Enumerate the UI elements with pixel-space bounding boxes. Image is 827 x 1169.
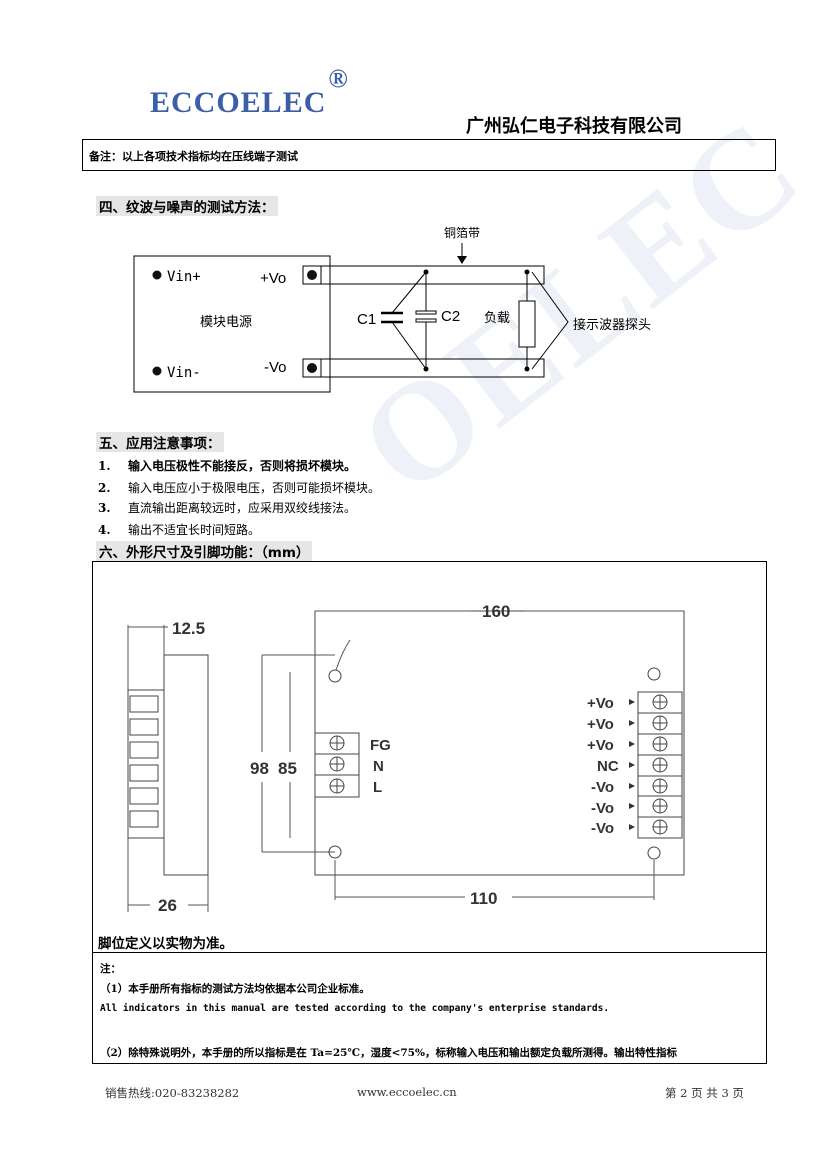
section6-title: 六、外形尺寸及引脚功能：（mm） bbox=[96, 541, 313, 561]
header-rule bbox=[82, 139, 776, 140]
footer-hotline: 销售热线:020-83238282 bbox=[105, 1086, 240, 1100]
vo-minus-label: -Vo bbox=[264, 359, 287, 376]
pin-l: L bbox=[373, 779, 382, 796]
module-label: 模块电源 bbox=[200, 315, 252, 330]
pin-vo-minus-3: -Vo bbox=[591, 820, 614, 837]
load-label: 负载 bbox=[484, 311, 510, 326]
pin-vo-plus-3: +Vo bbox=[587, 737, 614, 754]
vin-minus-label: Vin- bbox=[167, 365, 201, 381]
footer-website[interactable]: www.eccoelec.cn bbox=[357, 1085, 457, 1099]
vin-minus-dot bbox=[152, 366, 162, 376]
pin-nc: NC bbox=[597, 758, 619, 775]
note-item-1: 1.输入电压极性不能接反，否则将损坏模块。 bbox=[98, 459, 357, 473]
note-item-3: 3.直流输出距离较远时，应采用双绞线接法。 bbox=[98, 501, 357, 515]
pin-footnote: 脚位定义以实物为准。 bbox=[98, 936, 233, 952]
note-item-4: 4.输出不适宜长时间短路。 bbox=[98, 523, 261, 537]
c2-plate-bottom bbox=[415, 318, 437, 323]
dim-85: 85 bbox=[278, 759, 297, 778]
vin-plus-label: Vin+ bbox=[167, 269, 201, 285]
foil-top bbox=[321, 265, 545, 285]
note-1: （1）本手册所有指标的测试方法均依据本公司企业标准。 bbox=[100, 983, 370, 995]
vo-plus-label: +Vo bbox=[260, 270, 286, 287]
note-1-en: All indicators in this manual are tested… bbox=[100, 1003, 610, 1014]
pin-fg: FG bbox=[370, 737, 391, 754]
brand-logo: ECCOELEC® bbox=[150, 64, 349, 119]
foil-label: 铜箔带 bbox=[444, 225, 480, 240]
dim-12-5: 12.5 bbox=[172, 619, 205, 638]
footer-page: 第 2 页 共 3 页 bbox=[665, 1086, 744, 1100]
pin-n: N bbox=[373, 758, 384, 775]
pin-vo-plus-2: +Vo bbox=[587, 716, 614, 733]
outline-drawing: 12.5 26 160 98 85 110 bbox=[127, 602, 685, 915]
notes-label: 注： bbox=[100, 963, 121, 975]
probe-label: 接示波器探头 bbox=[573, 317, 651, 333]
notes-box: 注： （1）本手册所有指标的测试方法均依据本公司企业标准。 All indica… bbox=[92, 952, 767, 1064]
foil-bottom bbox=[321, 358, 545, 378]
section4-title: 四、纹波与噪声的测试方法： bbox=[96, 196, 278, 216]
c1-label: C1 bbox=[357, 311, 376, 328]
side-terminal-block bbox=[127, 689, 165, 839]
dim-98: 98 bbox=[250, 759, 269, 778]
c2-plate-top bbox=[415, 310, 437, 315]
remark-box: 备注：以上各项技术指标均在压线端子测试 bbox=[82, 140, 776, 171]
pin-vo-plus-1: +Vo bbox=[587, 695, 614, 712]
pin-vo-minus-2: -Vo bbox=[591, 800, 614, 817]
dim-110: 110 bbox=[470, 889, 497, 908]
note-item-2: 2.输入电压应小于极限电压，否则可能损坏模块。 bbox=[98, 481, 381, 495]
vin-plus-dot bbox=[152, 270, 162, 280]
pin-vo-minus-1: -Vo bbox=[591, 779, 614, 796]
module-box bbox=[133, 255, 331, 393]
dim-160: 160 bbox=[482, 602, 510, 621]
remark-text: 备注：以上各项技术指标均在压线端子测试 bbox=[89, 150, 298, 163]
company-name: 广州弘仁电子科技有限公司 bbox=[466, 116, 682, 137]
section5-title: 五、应用注意事项： bbox=[96, 432, 224, 452]
c2-label: C2 bbox=[441, 308, 460, 325]
note-2: （2）除特殊说明外，本手册的所以指标是在 Ta=25℃，湿度<75%，标称输入电… bbox=[100, 1047, 677, 1059]
ripple-test-diagram: Vin+ Vin- 模块电源 +Vo -Vo 铜箔带 C1 C2 负载 接示波器… bbox=[133, 225, 651, 393]
dim-26: 26 bbox=[158, 896, 177, 915]
side-view-body bbox=[163, 654, 209, 876]
